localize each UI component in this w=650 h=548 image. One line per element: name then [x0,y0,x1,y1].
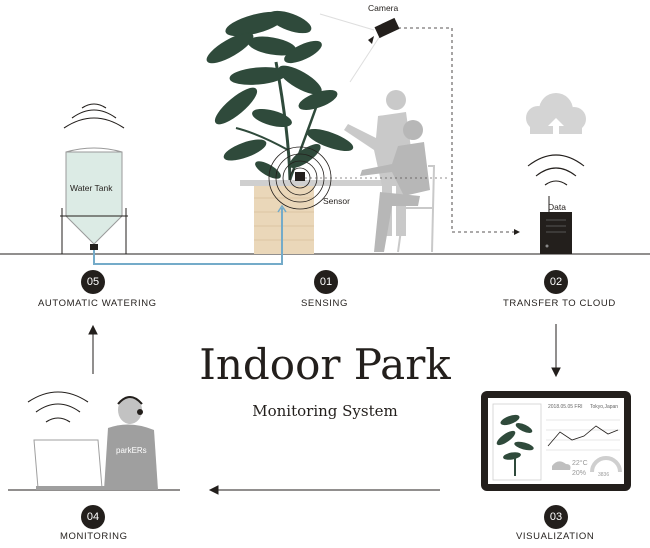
page-subtitle: Monitoring System [252,402,398,420]
step-badge-04: 04 [81,505,105,529]
tablet-location: Tokyo,Japan [590,404,619,410]
water-pipe [93,208,283,265]
water-tank-label: Water Tank [70,183,113,193]
sensor-label: Sensor [323,196,350,206]
data-label: Data [548,202,566,212]
router-icon [540,196,572,254]
step-label-watering: AUTOMATIC WATERING [38,298,157,309]
water-tank-icon [60,147,128,254]
tablet-icon [481,391,631,491]
wifi-monitor-icon [27,391,89,423]
tablet-temp: 22°C [572,460,588,467]
seated-person-icon [360,120,430,252]
desk-icon [240,180,400,186]
wifi-tank-icon [63,103,125,129]
shirt-text: parkERs [116,446,147,455]
chair-icon [397,165,436,253]
water-pipe-arrowhead [277,204,287,213]
step-label-monitoring: MONITORING [60,531,128,542]
planter-icon [254,186,314,254]
wifi-up-icon [527,154,585,186]
step-label-sensing: SENSING [301,298,348,309]
camera-data-path [398,27,518,233]
laptop-icon [33,439,110,490]
tablet-date: 2018.05.05 FRI [548,404,583,410]
step-badge-01: 01 [314,270,338,294]
flow-arrow-left [208,485,440,495]
camera-path-arrowhead [514,229,520,235]
tablet-gauge-value: 3836 [598,472,610,478]
cloud-upload-icon [526,93,586,136]
step-badge-02: 02 [544,270,568,294]
step-label-visualization: VISUALIZATION [516,531,595,542]
camera-label: Camera [368,3,399,13]
step-badge-05: 05 [81,270,105,294]
flow-arrow-up [88,324,98,374]
camera-icon [319,13,400,83]
flow-arrow-down [551,324,561,378]
operator-icon [104,396,158,490]
step-badge-03: 03 [544,505,568,529]
page-title: Indoor Park [199,340,451,389]
tablet-humidity: 20% [572,470,587,477]
step-label-transfer: TRANSFER TO CLOUD [503,298,616,309]
